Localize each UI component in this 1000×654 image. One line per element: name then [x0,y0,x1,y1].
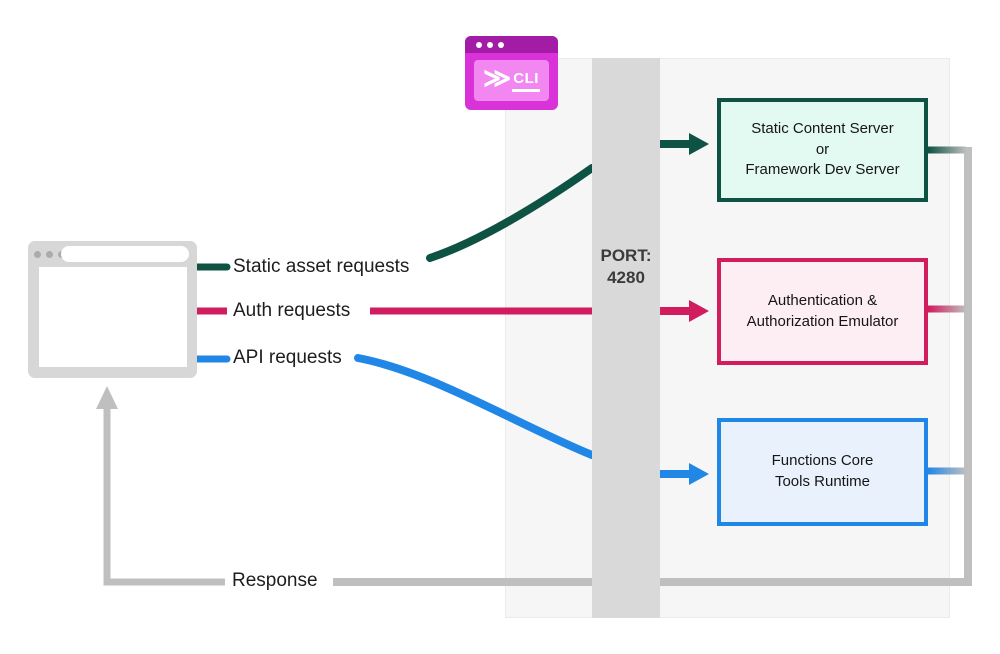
cli-chevron-icon: ≫ [483,63,512,93]
box-line: Framework Dev Server [745,161,900,179]
box-line: Authentication & [767,291,878,309]
box-line: Tools Runtime [774,473,871,490]
port-label-line2: 4280 [607,268,645,288]
port-bar: PORT: 4280 [592,58,660,618]
auth-emulator-box: Authentication & Authorization Emulator [717,258,928,365]
response-arrowhead-icon [96,386,118,409]
browser-window-icon [28,241,197,378]
api-arrowhead-icon [689,463,709,485]
port-label-line1: PORT: [600,246,652,265]
cli-window-icon: ≫ CLI [465,36,558,110]
cli-label: CLI [512,70,540,92]
api-requests-label: API requests [233,347,342,368]
box-line: Authorization Emulator [746,312,899,330]
browser-urlbar [61,246,189,262]
box-line: Functions Core [771,452,874,470]
cli-titlebar [465,36,558,53]
box-line: or [815,140,830,158]
port-label: PORT: 4280 [592,245,660,289]
functions-runtime-box: Functions Core Tools Runtime [717,418,928,526]
response-label: Response [232,570,318,591]
cli-screen: ≫ CLI [474,60,549,101]
auth-arrowhead-icon [689,300,709,322]
static-requests-label: Static asset requests [233,256,410,277]
response-wire-right [333,147,972,586]
static-arrowhead-icon [689,133,709,155]
api-request-wire [354,354,596,459]
static-content-server-box: Static Content Server or Framework Dev S… [717,98,928,202]
browser-viewport [39,267,187,367]
response-wire-left [103,402,225,586]
box-line: Static Content Server [751,119,894,137]
static-request-wire [426,164,596,262]
auth-requests-label: Auth requests [233,300,351,321]
